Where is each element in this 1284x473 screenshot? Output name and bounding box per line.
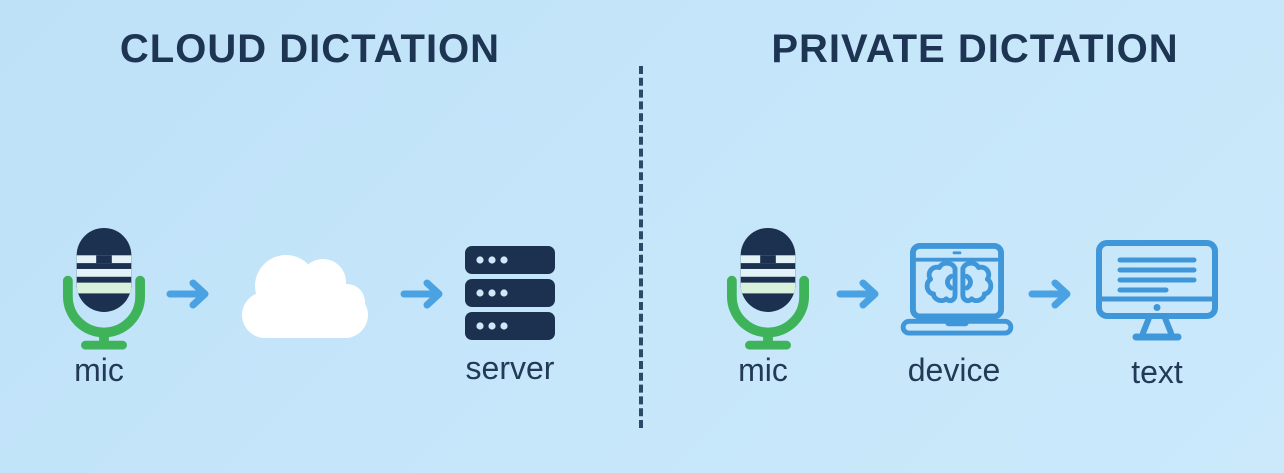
microphone-icon [726,227,810,350]
server-label: server [465,350,555,386]
cloud-dictation-title: CLOUD DICTATION [119,26,501,71]
device-label: device [907,352,1001,388]
dashed-divider-line [639,66,643,428]
private-dictation-title: PRIVATE DICTATION [771,26,1179,71]
mic-label: mic [74,352,124,388]
text-label: text [1131,354,1183,390]
right-arrow-icon [1028,279,1071,309]
right-arrow-icon [166,279,209,309]
right-arrow-icon [400,279,443,309]
cloud-icon [242,255,368,338]
server-icon [465,246,555,340]
mic-label: mic [738,352,788,388]
microphone-icon [62,227,146,350]
right-arrow-icon [836,279,879,309]
monitor-text-icon [1096,240,1218,341]
laptop-brain-icon [900,243,1014,336]
